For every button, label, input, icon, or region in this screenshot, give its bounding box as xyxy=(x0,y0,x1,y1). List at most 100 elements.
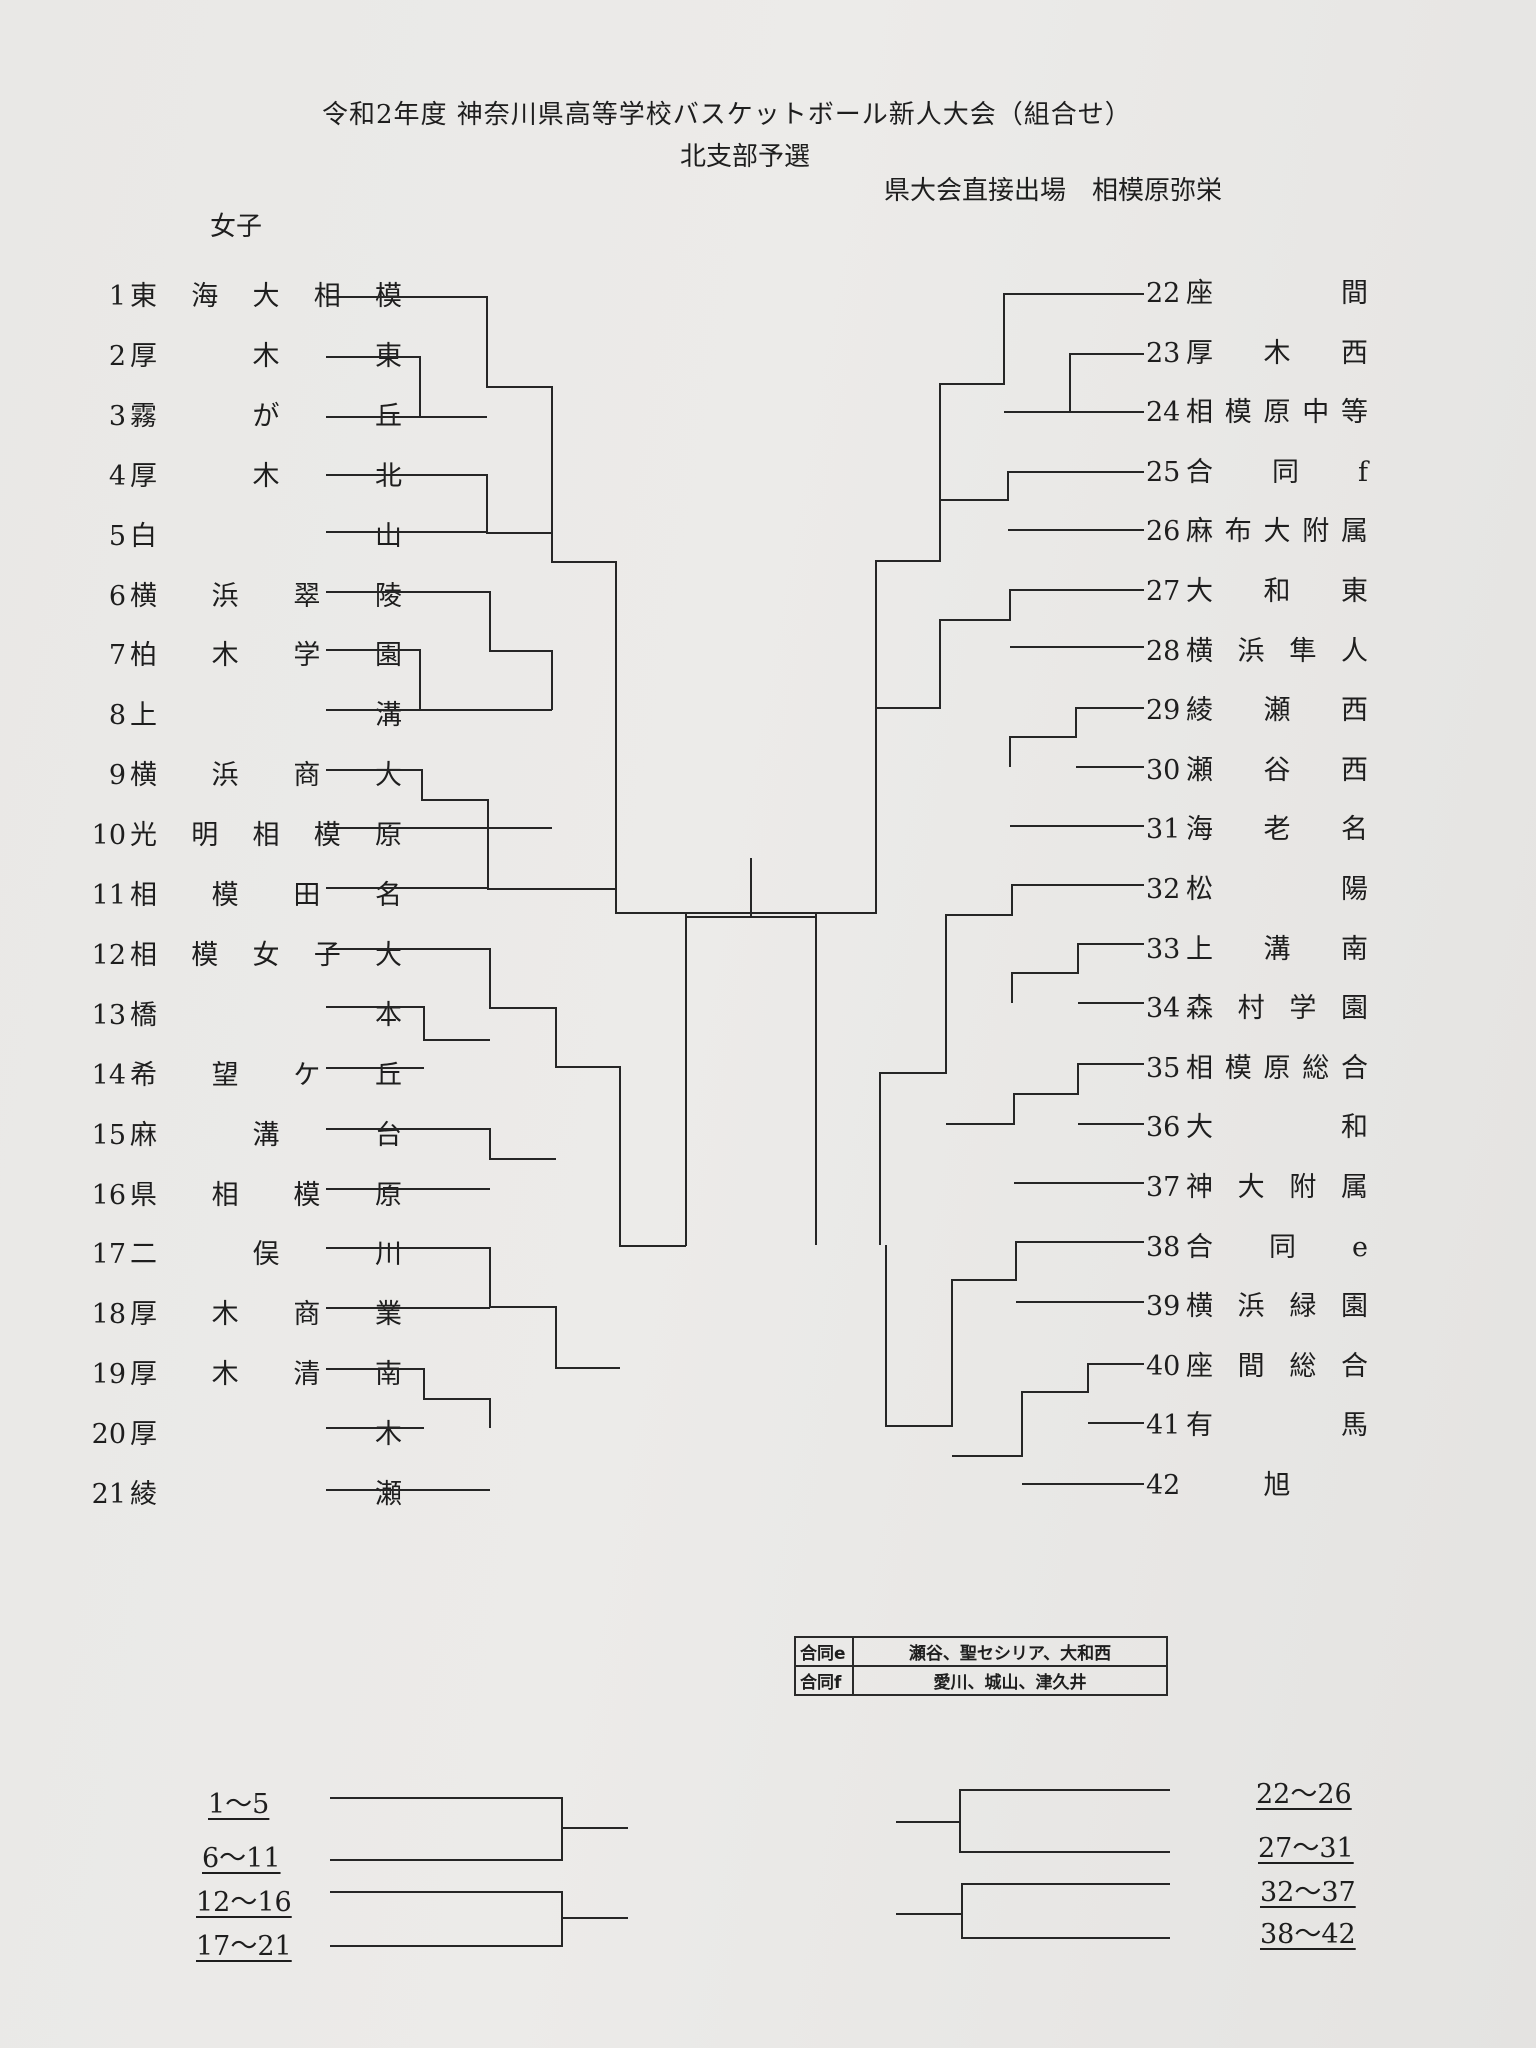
team-name-char: 合 xyxy=(1186,456,1213,488)
team-name-char: 南 xyxy=(374,1359,402,1391)
team-name: 厚木北 xyxy=(130,460,402,494)
group-label-8: 38～42 xyxy=(1260,1919,1356,1950)
team-number: 2 xyxy=(108,340,126,372)
team-name: 横浜商大 xyxy=(130,759,402,793)
team-name-char: 相 xyxy=(130,939,157,971)
team-name-char: 同 xyxy=(1269,1231,1296,1263)
team-name-char: 間 xyxy=(1341,278,1368,309)
team-name-char: 学 xyxy=(1289,993,1317,1025)
team-name-char: 合 xyxy=(1340,1350,1368,1382)
team-name-char: 厚 xyxy=(130,1359,157,1391)
team-name-char: 海 xyxy=(1186,814,1213,846)
team-name-char: 座 xyxy=(1186,278,1213,309)
team-number: 20 xyxy=(91,1419,126,1451)
team-name-char: 老 xyxy=(1263,814,1291,846)
team-name-char: 座 xyxy=(1186,1350,1213,1382)
team-number: 42 xyxy=(1146,1470,1181,1501)
team-name-char: 厚 xyxy=(130,460,157,492)
team-number: 26 xyxy=(1146,516,1181,548)
team-name-char: 木 xyxy=(211,1299,239,1331)
team-name-char: 商 xyxy=(293,1299,321,1331)
team-name-char: 綾 xyxy=(130,1479,157,1510)
team-name-char: 陽 xyxy=(1341,874,1368,905)
team-name: 上溝 xyxy=(130,699,402,733)
team-name-char: 間 xyxy=(1237,1350,1265,1382)
team-name-char: 布 xyxy=(1224,516,1252,548)
team-number: 7 xyxy=(108,640,126,672)
group-label-6: 27～31 xyxy=(1258,1833,1354,1864)
team-name-char: 柏 xyxy=(130,640,157,672)
team-name: 相模原総合 xyxy=(1186,1052,1368,1086)
team-number: 30 xyxy=(1146,754,1181,786)
group-label-3: 12～16 xyxy=(196,1887,292,1918)
team-number: 29 xyxy=(1146,695,1181,727)
team-name: 神大附属 xyxy=(1186,1171,1368,1205)
team-name-char: 台 xyxy=(375,1119,402,1151)
team-name: 横浜緑園 xyxy=(1186,1290,1368,1324)
team-name-char: 西 xyxy=(1341,337,1368,369)
team-name-char: 有 xyxy=(1186,1410,1213,1442)
team-name: 海老名 xyxy=(1186,813,1368,847)
team-name-char: 総 xyxy=(1302,1052,1330,1084)
final-bracket-lines xyxy=(685,858,817,1246)
team-name-char: 森 xyxy=(1186,993,1213,1025)
team-number: 8 xyxy=(108,700,126,732)
team-name-char: 相 xyxy=(1186,1052,1213,1084)
team-number: 24 xyxy=(1146,397,1181,429)
team-number: 14 xyxy=(91,1059,126,1091)
team-name-char: 光 xyxy=(130,820,157,852)
team-number: 10 xyxy=(91,820,126,852)
team-name-char: 名 xyxy=(1341,814,1368,846)
team-name-char: 北 xyxy=(375,460,402,492)
team-name-char: 大 xyxy=(252,281,280,312)
team-name-char: 横 xyxy=(130,760,157,792)
group-label-7: 32～37 xyxy=(1260,1877,1356,1908)
team-name-char: 厚 xyxy=(130,1299,157,1331)
team-name-char: 合 xyxy=(1186,1231,1213,1263)
team-name-char: 厚 xyxy=(1186,337,1213,369)
team-name-char: 橋 xyxy=(130,999,157,1031)
team-name: 綾瀬 xyxy=(130,1478,402,1512)
team-name-char: 横 xyxy=(1186,635,1213,667)
joint-team-legend: 合同e 瀬谷、聖セシリア、大和西 合同f 愛川、城山、津久井 xyxy=(794,1636,1168,1696)
team-name-char: 上 xyxy=(130,700,157,732)
team-name: 厚木清南 xyxy=(130,1358,402,1392)
team-number: 22 xyxy=(1146,278,1181,309)
team-number: 15 xyxy=(91,1119,126,1151)
team-name-char: 子 xyxy=(313,939,341,971)
team-name: 綾瀬西 xyxy=(1186,694,1368,728)
team-name-char: 大 xyxy=(1186,576,1213,607)
team-number: 36 xyxy=(1146,1112,1181,1144)
team-name-char: 横 xyxy=(1186,1291,1213,1323)
team-name-char: 緑 xyxy=(1289,1291,1317,1323)
team-name-char: 模 xyxy=(191,939,219,971)
team-name-char: 木 xyxy=(211,640,239,672)
legend-key: 合同e xyxy=(794,1636,854,1667)
team-name-char: 県 xyxy=(130,1179,157,1211)
team-name-char: 相 xyxy=(252,820,280,852)
gender-label: 女子 xyxy=(210,212,263,242)
team-name-char: 原 xyxy=(375,820,402,852)
team-name: 光明相模原 xyxy=(130,819,402,853)
team-number: 37 xyxy=(1146,1172,1181,1203)
